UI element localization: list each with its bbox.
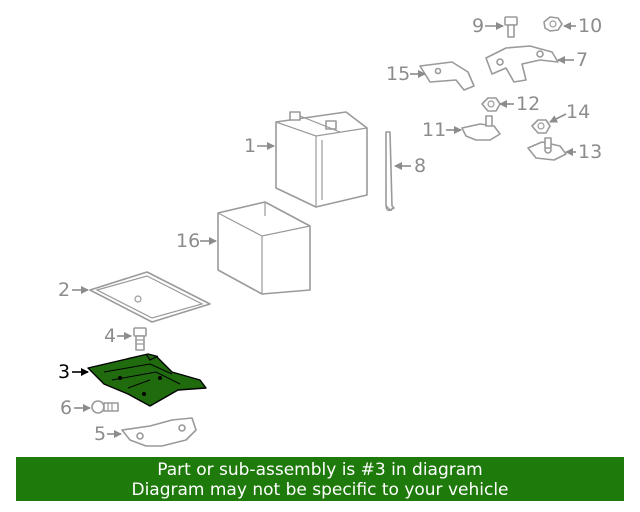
fitment-banner: Part or sub-assembly is #3 in diagram Di… — [16, 457, 624, 501]
callout-11: 11 — [422, 119, 446, 141]
bolt-6-part[interactable] — [91, 400, 119, 414]
callout-7: 7 — [576, 49, 588, 71]
bolt-4-part[interactable] — [133, 327, 147, 351]
callout-3: 3 — [58, 361, 70, 383]
callout-5: 5 — [94, 423, 106, 445]
callout-14: 14 — [566, 101, 590, 123]
callout-6: 6 — [60, 397, 72, 419]
callout-13: 13 — [578, 141, 602, 163]
nut-14-part[interactable] — [531, 119, 551, 134]
bracket-7-part[interactable] — [485, 45, 559, 83]
nut-12-part[interactable] — [481, 97, 501, 112]
bracket-5-part[interactable] — [121, 417, 197, 447]
battery-case-part[interactable] — [217, 201, 311, 295]
callout-15: 15 — [386, 63, 410, 85]
battery-insulator-part[interactable] — [89, 271, 211, 323]
callout-4: 4 — [104, 325, 116, 347]
clamp-15-part[interactable] — [419, 61, 475, 91]
nut-10-part[interactable] — [543, 16, 563, 32]
bolt-9-part[interactable] — [504, 16, 518, 38]
banner-line-part-number: Part or sub-assembly is #3 in diagram — [157, 460, 483, 480]
callout-9: 9 — [472, 15, 484, 37]
callout-2: 2 — [58, 279, 70, 301]
battery-carrier-part[interactable] — [87, 353, 207, 407]
callout-12: 12 — [516, 93, 540, 115]
callout-16: 16 — [176, 230, 200, 252]
callout-1: 1 — [244, 135, 256, 157]
terminal-13-part[interactable] — [527, 137, 567, 161]
battery-part[interactable] — [275, 111, 368, 208]
callout-8: 8 — [414, 155, 426, 177]
leader-14 — [549, 113, 567, 123]
hold-down-rod-part[interactable] — [385, 131, 395, 212]
terminal-11-part[interactable] — [461, 115, 501, 141]
callout-10: 10 — [578, 15, 602, 37]
banner-line-disclaimer: Diagram may not be specific to your vehi… — [131, 480, 509, 500]
